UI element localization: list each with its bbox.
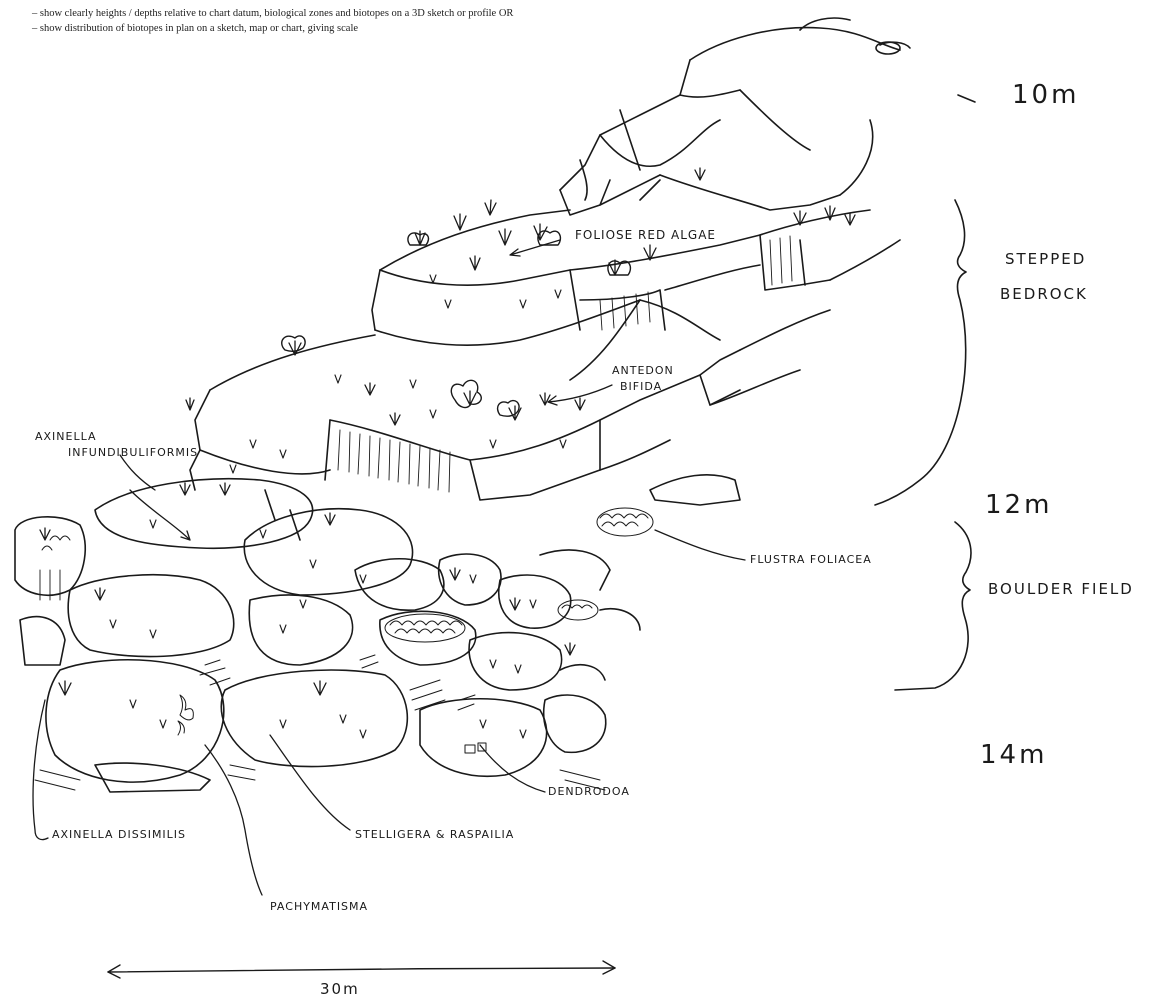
depth-ticks: [958, 95, 975, 102]
scale-bar: [108, 961, 615, 978]
scale-label: 30m: [320, 980, 360, 998]
zone-label-stepped: STEPPED: [1005, 250, 1086, 268]
label-flustra-foliacea: FLUSTRA FOLIACEA: [750, 553, 872, 566]
zone-brackets: [875, 200, 971, 690]
zone-label-boulder-field: BOULDER FIELD: [988, 580, 1134, 598]
label-axinella: AXINELLA: [35, 430, 97, 443]
upper-outcrop: [560, 18, 910, 215]
label-bifida: BIFIDA: [620, 380, 662, 393]
sponge-marks: [110, 275, 566, 738]
depth-label-14m: 14m: [980, 740, 1047, 770]
label-dendrodoa: DENDRODOA: [548, 785, 630, 798]
stepped-bedrock: [190, 210, 900, 505]
label-axinella-dissimilis: AXINELLA DISSIMILIS: [52, 828, 186, 841]
boulder-field: [15, 479, 640, 792]
rock-face-hatching: [40, 236, 792, 600]
zone-label-bedrock: BEDROCK: [1000, 285, 1088, 303]
annotation-leaders: [33, 240, 745, 895]
depth-label-12m: 12m: [985, 490, 1052, 520]
label-foliose-red-algae: FOLIOSE RED ALGAE: [575, 228, 716, 242]
label-antedon: ANTEDON: [612, 364, 674, 377]
label-pachymatisma: PACHYMATISMA: [270, 900, 368, 913]
dense-colonies: [42, 508, 653, 753]
label-infundibuliformis: INFUNDIBULIFORMIS: [68, 446, 198, 459]
depth-label-10m: 10m: [1012, 80, 1079, 110]
label-stelligera-raspailia: STELLIGERA & RASPAILIA: [355, 828, 514, 841]
